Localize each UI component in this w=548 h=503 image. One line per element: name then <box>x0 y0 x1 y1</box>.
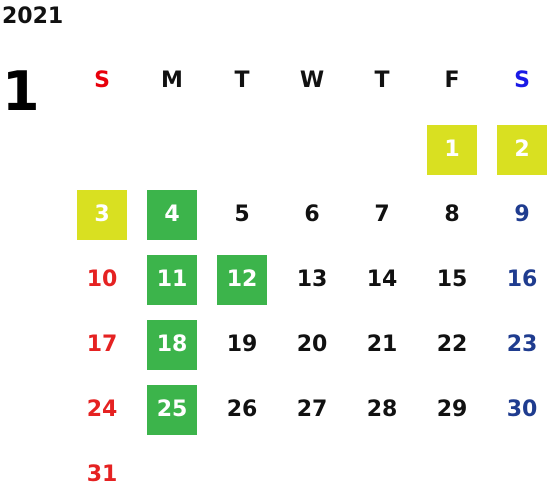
day-cell[interactable]: 6 <box>304 202 320 227</box>
day-cell[interactable]: 24 <box>86 397 118 422</box>
weekday-label: T <box>374 68 390 93</box>
weekday-label: W <box>299 68 325 93</box>
day-cell[interactable]: 3 <box>77 190 127 240</box>
day-cell[interactable]: 8 <box>444 202 460 227</box>
day-cell[interactable]: 30 <box>506 397 538 422</box>
year-label: 2021 <box>2 4 64 29</box>
day-cell[interactable]: 21 <box>366 332 398 357</box>
day-cell[interactable]: 11 <box>147 255 197 305</box>
day-cell[interactable]: 28 <box>366 397 398 422</box>
day-cell[interactable]: 4 <box>147 190 197 240</box>
day-cell[interactable]: 9 <box>514 202 530 227</box>
day-cell[interactable]: 5 <box>234 202 250 227</box>
weekday-label: F <box>444 68 460 93</box>
day-cell[interactable]: 17 <box>86 332 118 357</box>
day-cell[interactable]: 1 <box>427 125 477 175</box>
day-cell[interactable]: 2 <box>497 125 547 175</box>
day-cell[interactable]: 23 <box>506 332 538 357</box>
day-cell[interactable]: 16 <box>506 267 538 292</box>
day-cell[interactable]: 12 <box>217 255 267 305</box>
day-cell[interactable]: 22 <box>436 332 468 357</box>
day-cell[interactable]: 26 <box>226 397 258 422</box>
weekday-label: T <box>234 68 250 93</box>
day-cell[interactable]: 13 <box>296 267 328 292</box>
day-cell[interactable]: 29 <box>436 397 468 422</box>
day-cell[interactable]: 25 <box>147 385 197 435</box>
day-cell[interactable]: 20 <box>296 332 328 357</box>
weekday-label: S <box>514 68 530 93</box>
day-cell[interactable]: 10 <box>86 267 118 292</box>
weekday-label: S <box>94 68 110 93</box>
day-cell[interactable]: 14 <box>366 267 398 292</box>
month-number: 1 <box>2 60 40 123</box>
day-cell[interactable]: 27 <box>296 397 328 422</box>
day-cell[interactable]: 18 <box>147 320 197 370</box>
day-cell[interactable]: 7 <box>374 202 390 227</box>
weekday-label: M <box>161 68 183 93</box>
day-cell[interactable]: 31 <box>86 462 118 487</box>
day-cell[interactable]: 15 <box>436 267 468 292</box>
day-cell[interactable]: 19 <box>226 332 258 357</box>
